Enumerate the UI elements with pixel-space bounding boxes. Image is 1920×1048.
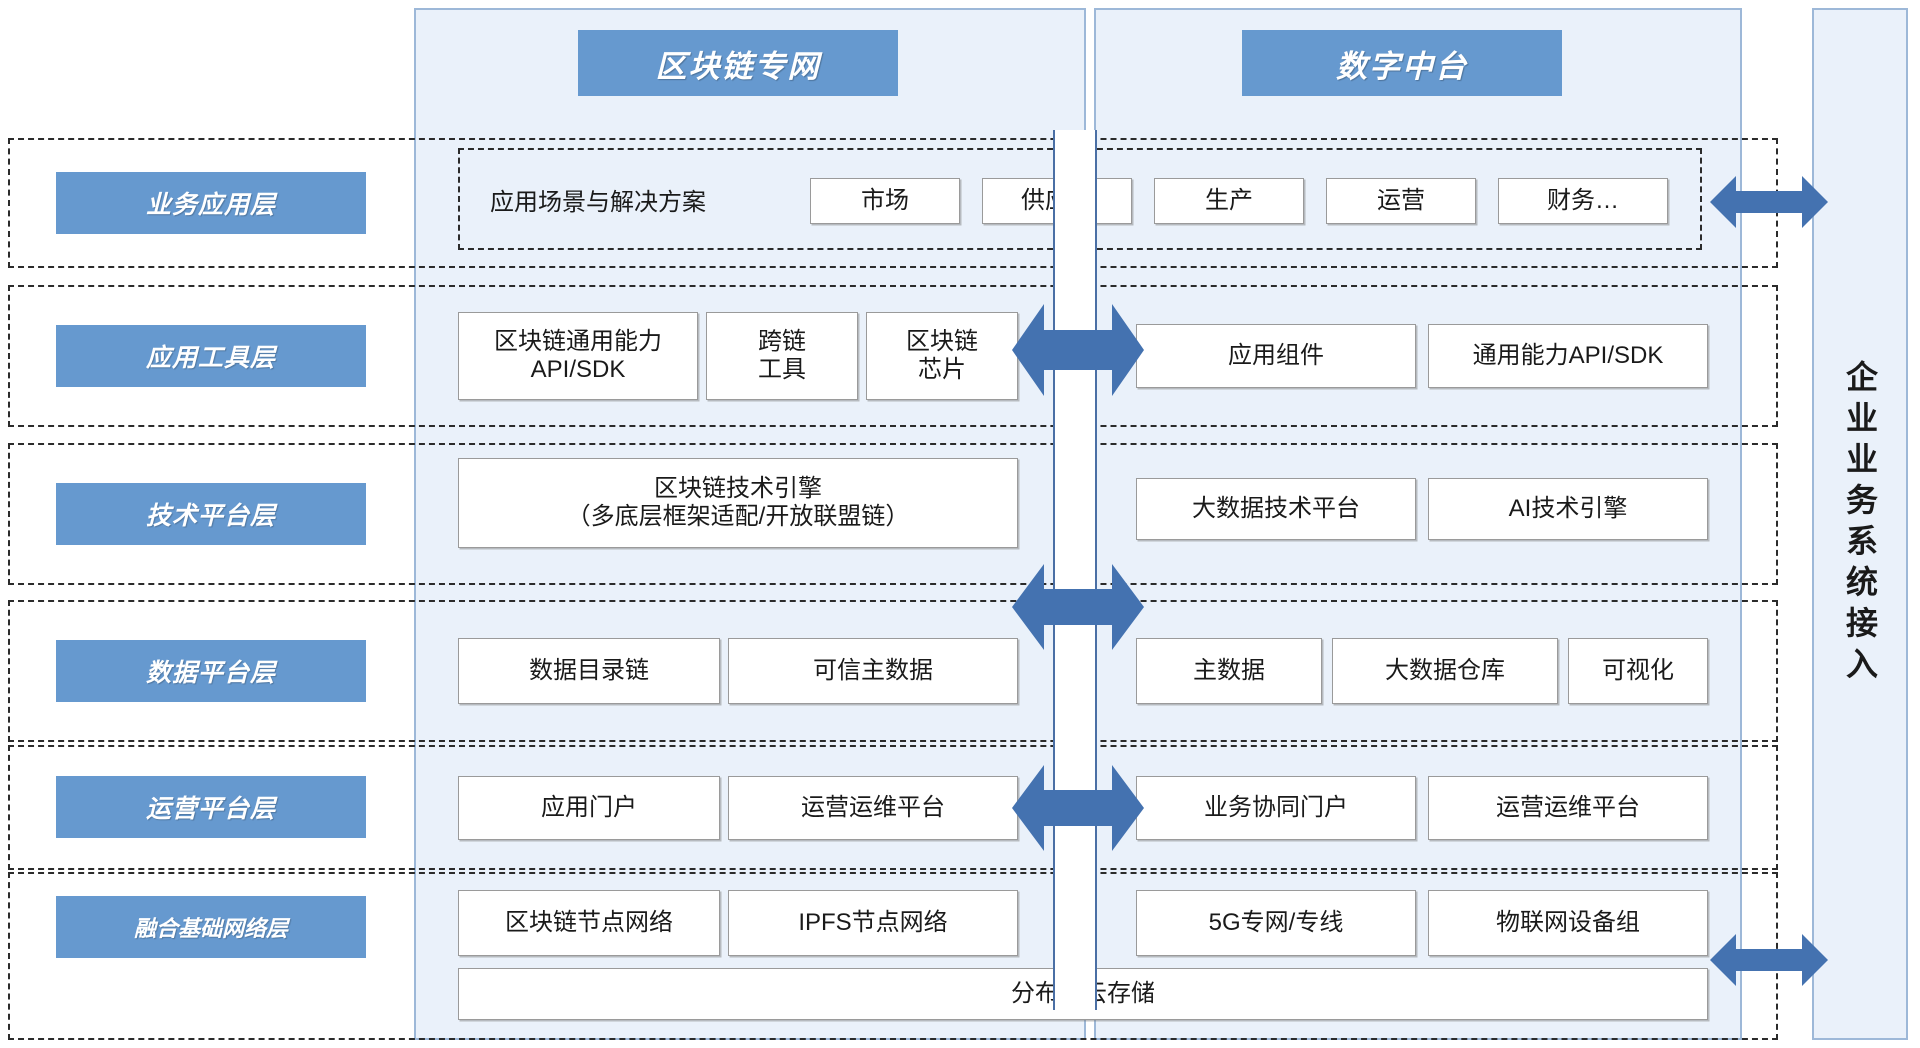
business-cell-finance[interactable]: 财务…	[1498, 178, 1668, 224]
tech-cell-ai-technology-engine[interactable]: AI技术引擎	[1428, 478, 1708, 540]
infra-cell-blockchain-node-network[interactable]: 区块链节点网络	[458, 890, 720, 956]
business-application-group-label: 应用场景与解决方案	[490, 188, 706, 216]
tool-cell-blockchain-chip[interactable]: 区块链 芯片	[866, 312, 1018, 400]
business-cell-production[interactable]: 生产	[1154, 178, 1304, 224]
ops-cell-business-collaboration-portal[interactable]: 业务协同门户	[1136, 776, 1416, 840]
ops-cell-application-portal[interactable]: 应用门户	[458, 776, 720, 840]
layer-badge-converged-infrastructure-network: 融合基础网络层	[56, 896, 366, 958]
data-cell-data-catalog-chain[interactable]: 数据目录链	[458, 638, 720, 704]
tech-cell-blockchain-technology-engine[interactable]: 区块链技术引擎 （多底层框架适配/开放联盟链）	[458, 458, 1018, 548]
infra-cell-iot-device-group[interactable]: 物联网设备组	[1428, 890, 1708, 956]
tool-cell-blockchain-general-capability-api-sdk[interactable]: 区块链通用能力 API/SDK	[458, 312, 698, 400]
column-title-blockchain-private-network: 区块链专网	[578, 30, 898, 96]
tool-cell-cross-chain-tool[interactable]: 跨链 工具	[706, 312, 858, 400]
layer-row-technology-platform	[8, 443, 1778, 585]
tech-cell-bigdata-technology-platform[interactable]: 大数据技术平台	[1136, 478, 1416, 540]
arrow-data-layer-bridge	[1012, 552, 1144, 662]
arrow-operation-layer-bridge	[1012, 752, 1144, 864]
layer-badge-technology-platform: 技术平台层	[56, 483, 366, 545]
data-cell-bigdata-warehouse[interactable]: 大数据仓库	[1332, 638, 1558, 704]
infra-cell-5g-private-network-line[interactable]: 5G专网/专线	[1136, 890, 1416, 956]
column-title-enterprise-access: 企业业务系统接入	[1812, 8, 1908, 1040]
arrow-tool-layer-bridge	[1012, 290, 1144, 410]
column-title-digital-midplatform: 数字中台	[1242, 30, 1562, 96]
arrow-infrastructure-to-enterprise-access	[1710, 930, 1828, 990]
arrow-business-to-enterprise-access	[1710, 172, 1828, 232]
layer-badge-data-platform: 数据平台层	[56, 640, 366, 702]
layer-badge-operation-platform: 运营平台层	[56, 776, 366, 838]
business-cell-operation[interactable]: 运营	[1326, 178, 1476, 224]
layer-badge-application-tool: 应用工具层	[56, 325, 366, 387]
enterprise-access-vertical-text: 企业业务系统接入	[1842, 360, 1878, 688]
layer-row-application-tool	[8, 285, 1778, 427]
layer-row-data-platform	[8, 600, 1778, 742]
data-cell-trusted-master-data[interactable]: 可信主数据	[728, 638, 1018, 704]
infra-cell-ipfs-node-network[interactable]: IPFS节点网络	[728, 890, 1018, 956]
tool-cell-general-capability-api-sdk[interactable]: 通用能力API/SDK	[1428, 324, 1708, 388]
data-cell-visualization[interactable]: 可视化	[1568, 638, 1708, 704]
layer-row-operation-platform	[8, 745, 1778, 870]
ops-cell-operation-maintenance-platform-chain[interactable]: 运营运维平台	[728, 776, 1018, 840]
ops-cell-operation-maintenance-platform-mid[interactable]: 运营运维平台	[1428, 776, 1708, 840]
panel-connector-channel	[1053, 130, 1097, 1010]
column-panel-enterprise-access	[1812, 8, 1908, 1040]
tool-cell-application-components[interactable]: 应用组件	[1136, 324, 1416, 388]
layer-badge-business-application: 业务应用层	[56, 172, 366, 234]
business-cell-market[interactable]: 市场	[810, 178, 960, 224]
data-cell-master-data[interactable]: 主数据	[1136, 638, 1322, 704]
